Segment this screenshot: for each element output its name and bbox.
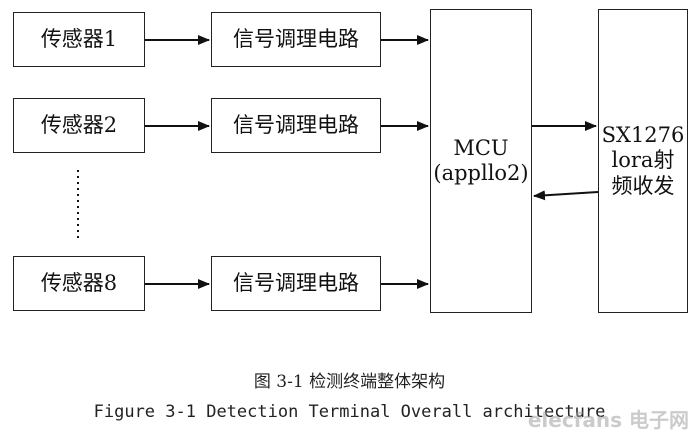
conditioning-8-box: 信号调理电路 <box>211 256 381 311</box>
mcu-label: MCU <box>453 135 509 160</box>
conditioning-1-box: 信号调理电路 <box>211 12 381 67</box>
sensor-2-label: 传感器2 <box>40 112 118 137</box>
sensor-8-box: 传感器8 <box>13 256 145 311</box>
conditioning-8-label: 信号调理电路 <box>233 270 359 295</box>
conditioning-2-label: 信号调理电路 <box>233 112 359 137</box>
arrow-lora-to-mcu <box>533 190 599 201</box>
sensor-2-box: 传感器2 <box>13 98 145 153</box>
lora-transceiver-box: SX1276 lora射 频收发 <box>598 9 688 313</box>
sensor-8-label: 传感器8 <box>40 270 118 295</box>
lora-label-line2: lora射 <box>611 148 675 173</box>
watermark-logo: elecfans 电子网 <box>527 408 689 432</box>
conditioning-2-box: 信号调理电路 <box>211 98 381 153</box>
conditioning-1-label: 信号调理电路 <box>233 26 359 51</box>
sensor-1-label: 传感器1 <box>40 26 118 51</box>
figure-caption-chinese: 图 3-1 检测终端整体架构 <box>253 372 446 392</box>
sensor-1-box: 传感器1 <box>13 12 145 67</box>
mcu-model-label: (appllo2) <box>433 161 529 185</box>
lora-label-line3: 频收发 <box>611 173 675 198</box>
lora-chip-label: SX1276 <box>601 123 685 148</box>
mcu-box: MCU (appllo2) <box>430 9 532 313</box>
figure-caption-english: Figure 3-1 Detection Terminal Overall ar… <box>93 402 606 422</box>
